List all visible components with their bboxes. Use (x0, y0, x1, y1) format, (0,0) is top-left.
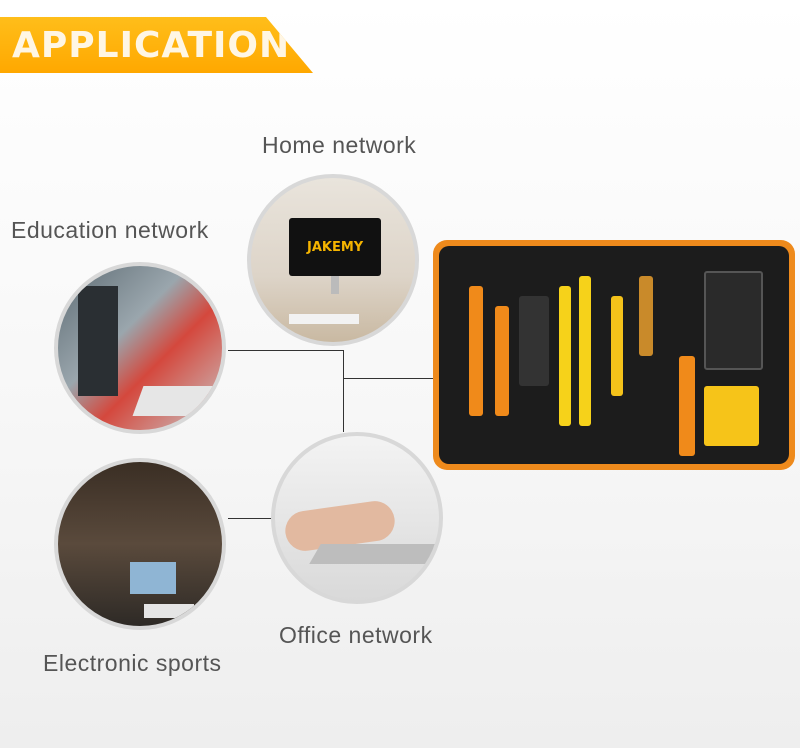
connector-line (343, 350, 344, 432)
pliers (469, 286, 483, 416)
label-electronic-sports: Electronic sports (43, 650, 222, 676)
monitor: JAKEMY (289, 218, 381, 276)
monitor (78, 286, 118, 396)
connector-line (228, 518, 273, 519)
keyboard (289, 314, 359, 324)
monitor-stand (331, 276, 339, 294)
office-network-image (271, 432, 443, 604)
multimeter (704, 271, 763, 370)
screwdriver (579, 276, 591, 426)
laptop (309, 544, 439, 564)
electronic-sports-image (54, 458, 226, 630)
label-education-network: Education network (11, 217, 209, 243)
brand-logo: JAKEMY (307, 240, 364, 255)
banner-title: APPLICATION (12, 25, 291, 66)
stripper (495, 306, 509, 416)
keyboard (132, 386, 222, 416)
label-office-network: Office network (279, 622, 433, 648)
cable-tester (704, 386, 759, 446)
connector-line (228, 350, 343, 351)
connector-line (343, 378, 435, 379)
keyboard (144, 604, 194, 618)
home-network-image: JAKEMY (247, 174, 419, 346)
bag-interior (439, 246, 789, 464)
voltage-pen (611, 296, 623, 396)
soldering-iron (639, 276, 653, 356)
screen (130, 562, 176, 594)
education-network-image (54, 262, 226, 434)
probe (679, 356, 695, 456)
label-home-network: Home network (262, 132, 417, 158)
application-banner: APPLICATION (0, 17, 313, 73)
screwdriver (559, 286, 571, 426)
crimper (519, 296, 549, 386)
tool-kit-bag (433, 240, 795, 470)
